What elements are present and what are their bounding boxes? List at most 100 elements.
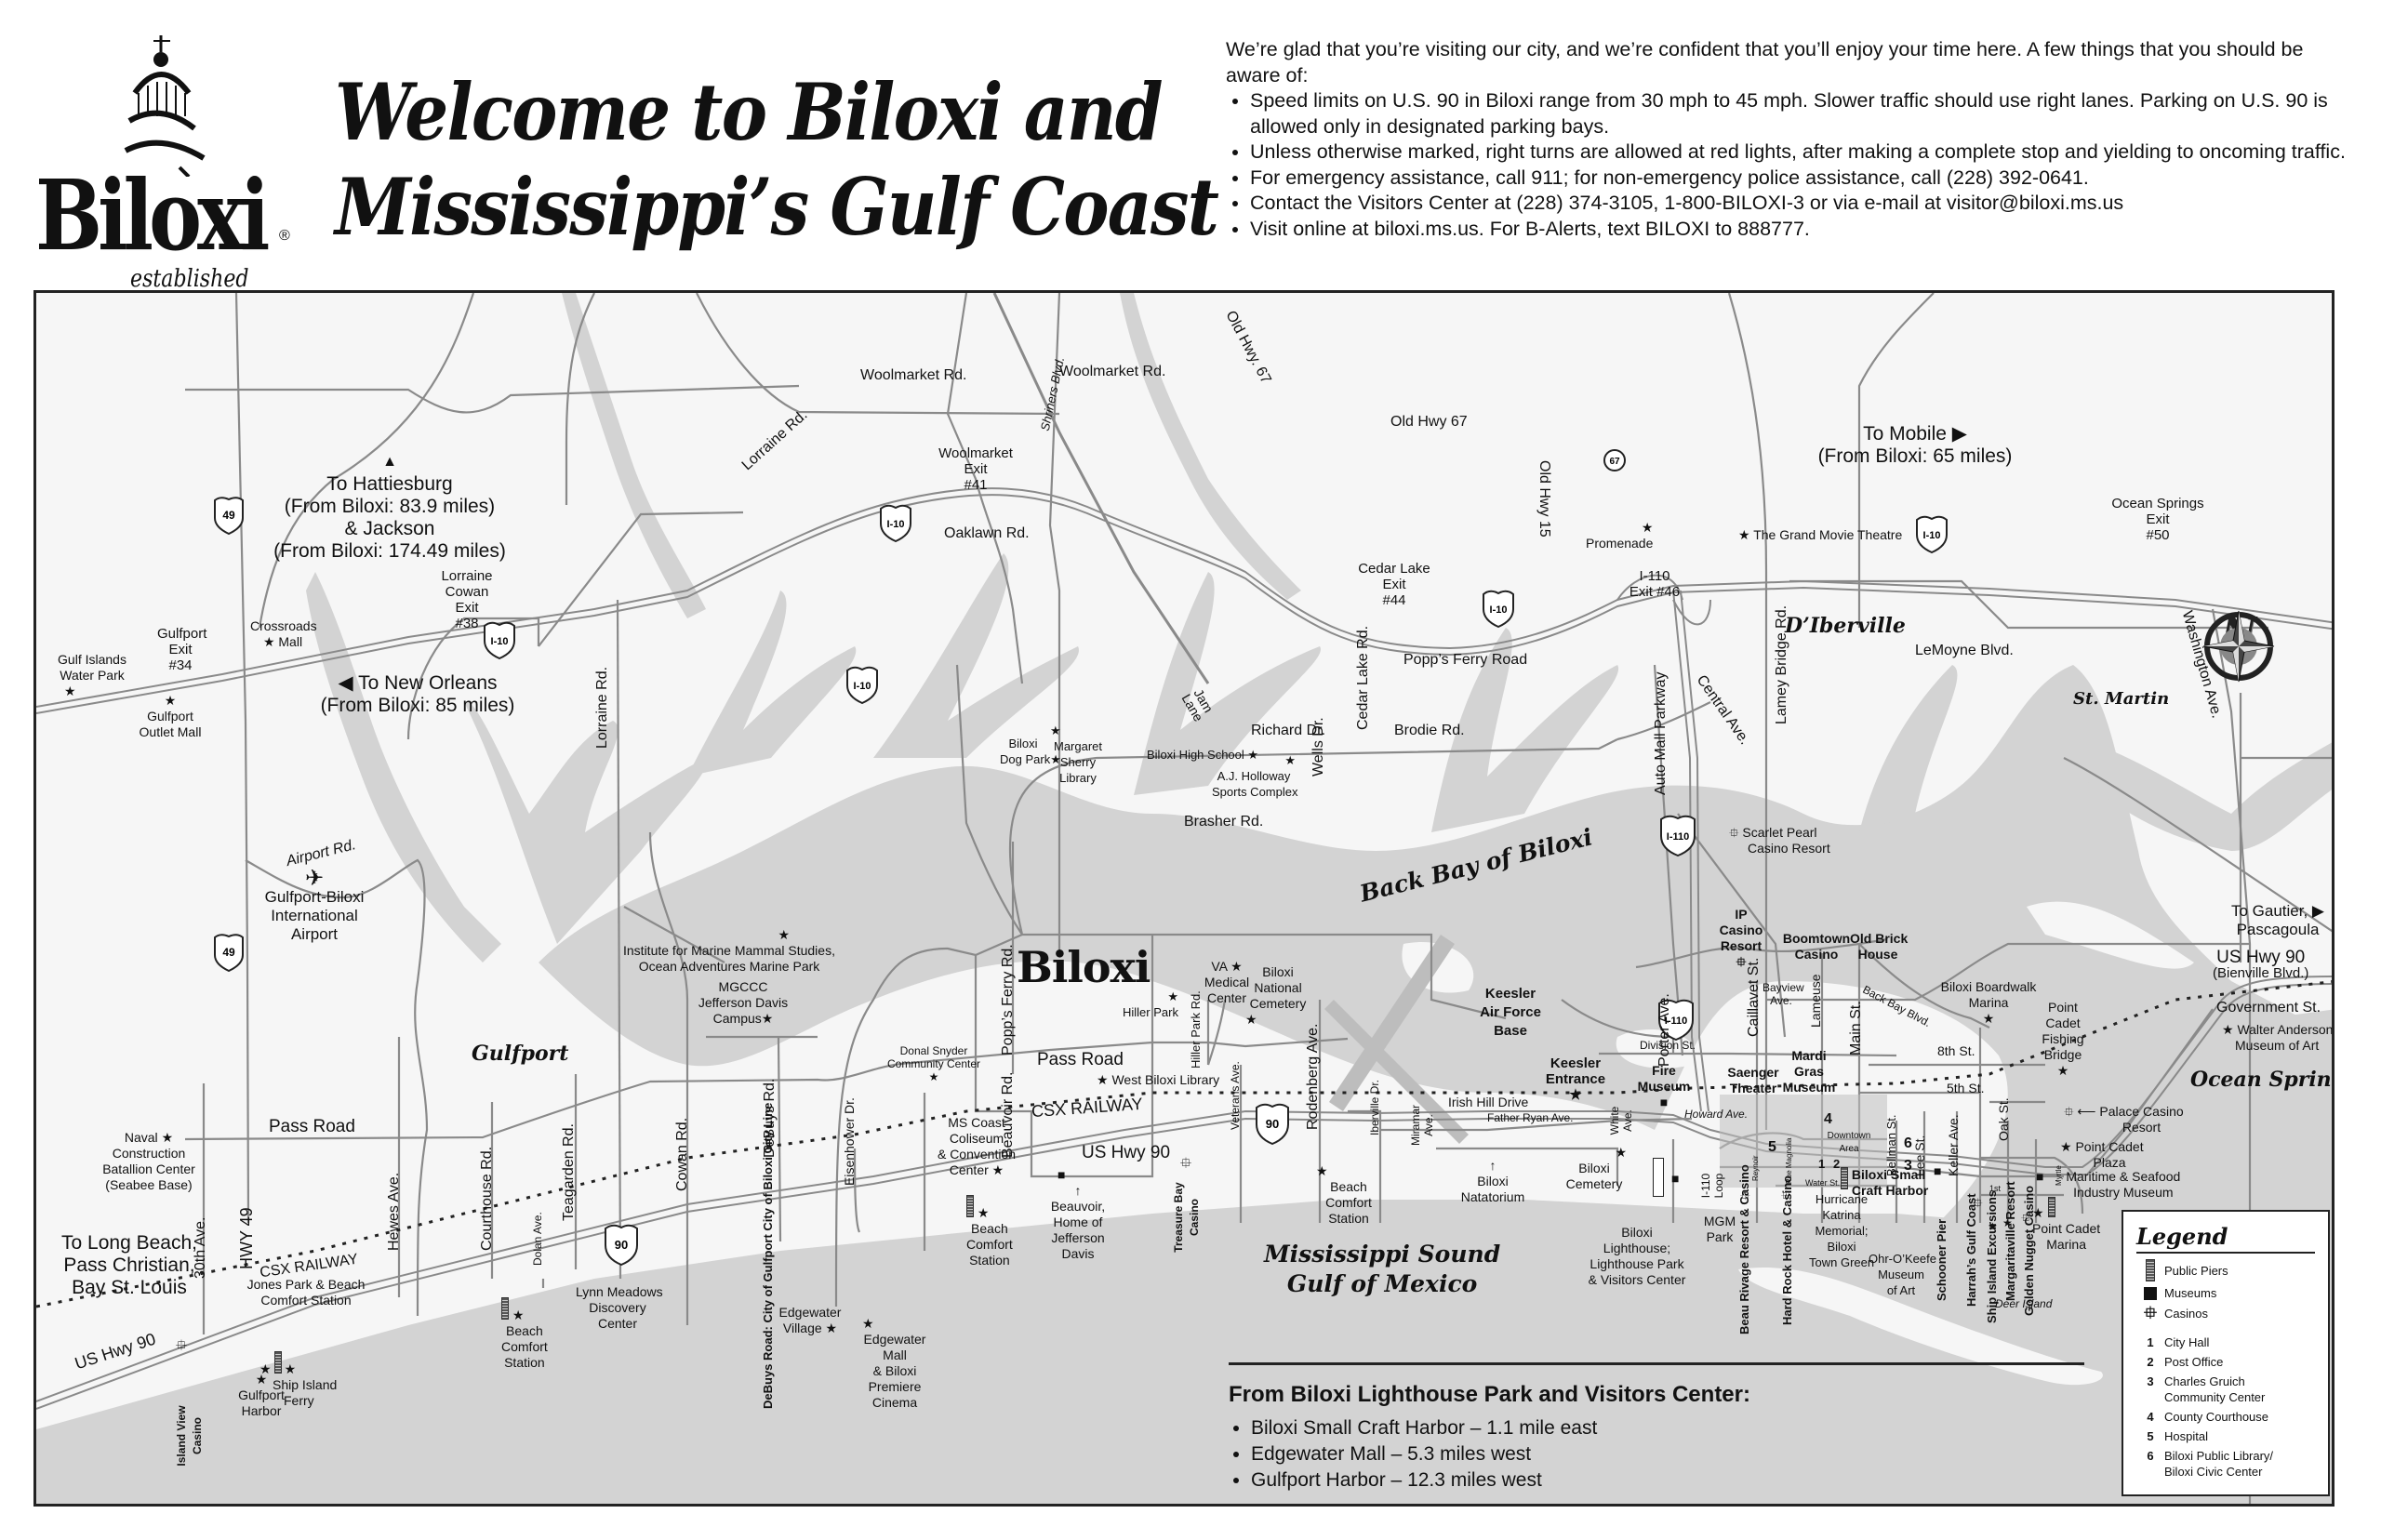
to-gautier-direction: To Gautier, ▶ Pascagoula — [2230, 902, 2324, 938]
poi-margaritaville[interactable]: Margaritaville Resort — [2003, 1181, 2017, 1301]
star-icon: ★ — [1988, 1220, 1998, 1233]
star-icon: ★ — [928, 1070, 939, 1083]
deer-island-label: Deer Island — [1995, 1297, 2053, 1310]
poi-west-biloxi-library[interactable]: ★ West Biloxi Library — [1097, 1072, 1220, 1087]
page-title: Welcome to Biloxi and Mississippi’s Gulf… — [335, 65, 1219, 255]
poi-walter-anderson[interactable]: ★ Walter Anderson Museum of Art — [2222, 1022, 2334, 1053]
poi-hiller-park[interactable]: ★ Hiller Park — [1123, 989, 1178, 1019]
title-line-2: Mississippi’s Gulf Coast — [335, 161, 1219, 253]
casino-icon: ⯐ — [176, 1338, 188, 1354]
poi-crossroads-mall[interactable]: Crossroads★ Mall — [250, 618, 317, 649]
page-header: Biloxi ® established 1699 Welcome to Bil… — [0, 0, 2381, 321]
road-1st: 1st — [1989, 1184, 2002, 1193]
area-map[interactable]: N I-10 I-10 I-10 I-10 I-10 I-110 I-110 4… — [33, 290, 2334, 1507]
poi-golden-nugget[interactable]: Golden Nugget Casino — [2022, 1185, 2036, 1316]
arrow-up-icon: ↑ — [1489, 1158, 1496, 1173]
pier-icon — [273, 1351, 282, 1374]
poi-schooner-pier[interactable]: Schooner Pier — [1935, 1218, 1949, 1301]
keesler-runways — [1324, 935, 1469, 1144]
downtown-number-5: 5 — [1768, 1139, 1776, 1155]
poi-grand-movie-theatre[interactable]: ★ The Grand Movie Theatre — [1738, 527, 1903, 542]
poi-promenade[interactable]: ★ Promenade — [1586, 520, 1654, 551]
hwy-67-shield: 67 — [1603, 449, 1626, 471]
lighthouse-marker-icon — [1653, 1158, 1664, 1197]
interstate-10-shield: I-10 — [880, 504, 911, 542]
star-icon: ★ — [2032, 1205, 2044, 1220]
svg-text:I-10: I-10 — [1490, 604, 1508, 616]
poi-scarlet-pearl[interactable]: ⯐ Scarlet Pearl Casino Resort — [1729, 825, 1830, 856]
poi-ship-island-excursions[interactable]: Ship Island Excursions — [1985, 1189, 1999, 1323]
star-icon: ★ — [1097, 1072, 1109, 1087]
pier-icon — [2047, 1197, 2055, 1217]
us-90-shield: 90 — [1256, 1103, 1289, 1145]
road-iberville-dr: Iberville Dr. — [1368, 1079, 1381, 1135]
road-wells-dr: Wells Dr. — [1310, 717, 1326, 777]
map-base-layer — [36, 293, 2332, 1504]
intro-bullet: For emergency assistance, call 911; for … — [1250, 166, 2361, 192]
pier-icon — [2146, 1259, 2155, 1281]
road-teagarden-rd: Teagarden Rd. — [561, 1123, 577, 1221]
star-icon: ★ — [1050, 752, 1061, 766]
road-veterans-ave: Veterans Ave. — [1229, 1061, 1242, 1130]
downtown-area — [1720, 1095, 1887, 1188]
us-hwy-90-label-c: US Hwy 90 — [1082, 1143, 1171, 1162]
poi-imms[interactable]: ★ Institute for Marine Mammal Studies,Oc… — [623, 927, 835, 974]
road-eisenhower: Eisenhower Dr. — [842, 1097, 857, 1186]
road-brodie-rd: Brodie Rd. — [1394, 723, 1465, 738]
road-richard-dr: Richard Dr. — [1251, 723, 1326, 738]
star-icon: ★ — [1982, 1011, 1995, 1026]
distances-list: Biloxi Small Craft Harbor – 1.1 mile eas… — [1229, 1415, 2084, 1494]
road-i110-loop: I-110 Loop — [1699, 1173, 1725, 1199]
poi-biloxi-high-school[interactable]: Biloxi High School ★ — [1147, 748, 1259, 762]
debuys-city-line: DeBuys Road: City of Gulfport City of Bi… — [761, 1102, 775, 1409]
